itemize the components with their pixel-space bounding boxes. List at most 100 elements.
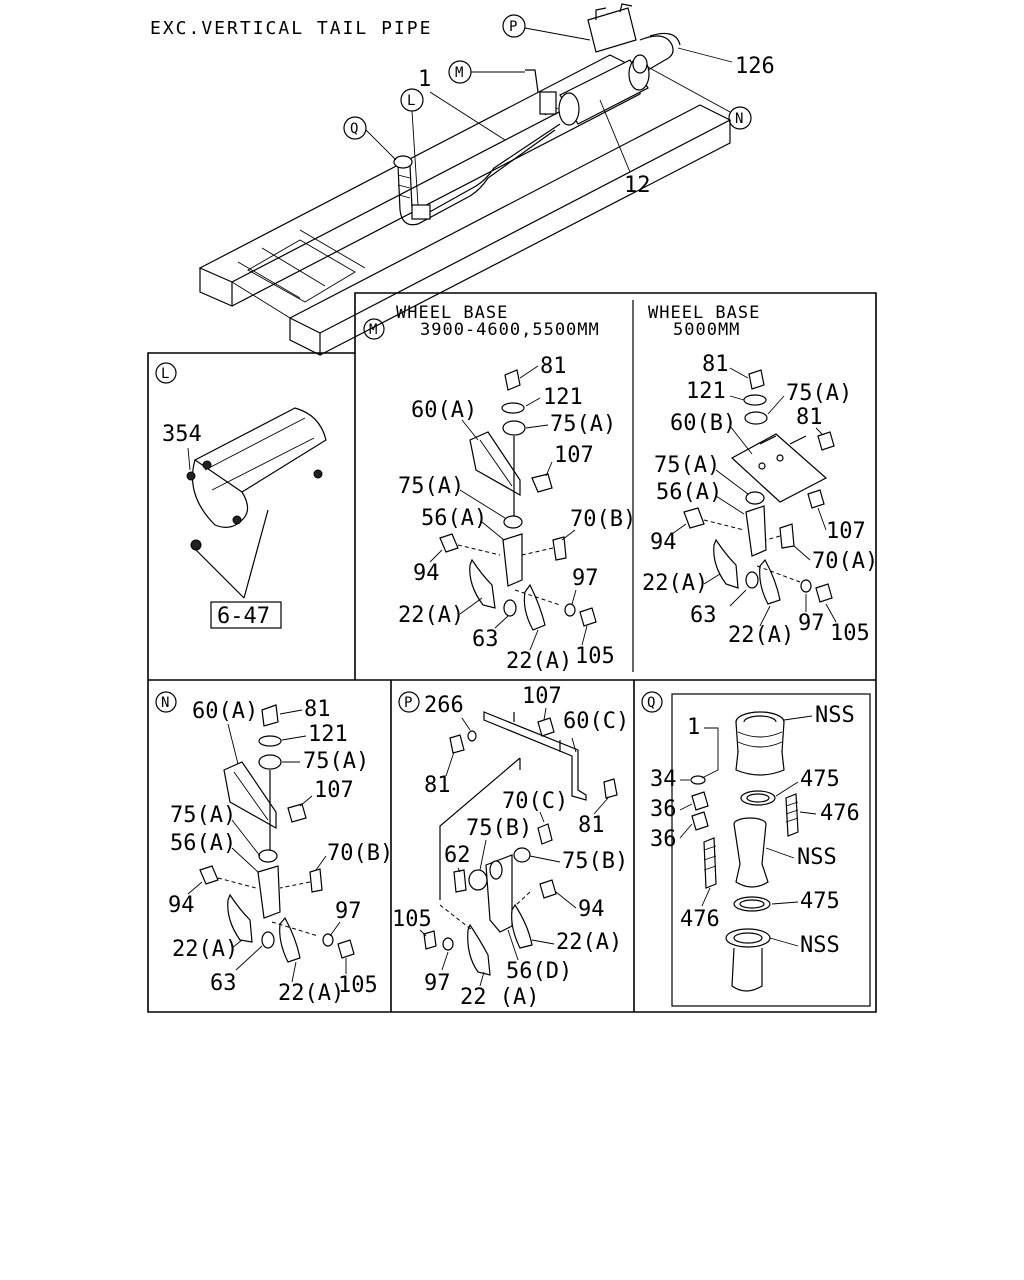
bracket-p [587, 7, 637, 53]
m-l-60a: 60(A) [411, 398, 477, 423]
panel-p: P 266 107 60(C) 81 [392, 684, 629, 1010]
callout-l: L [400, 88, 424, 206]
n-60a: 60(A) [192, 699, 258, 724]
n-75a: 75(A) [303, 749, 369, 774]
p-97: 97 [424, 971, 451, 996]
q-36-2: 36 [650, 827, 677, 852]
m-l-70b: 70(B) [570, 507, 636, 532]
panel-n-marker: N [161, 695, 169, 711]
p-56d: 56(D) [506, 959, 572, 984]
m-r-97: 97 [798, 611, 825, 636]
m-r-22a-2: 22(A) [728, 623, 794, 648]
m-r-60b: 60(B) [670, 411, 736, 436]
m-l-75a: 75(A) [550, 412, 616, 437]
m-r-75a: 75(A) [786, 381, 852, 406]
m-r-107: 107 [826, 519, 866, 544]
wb1-title: WHEEL BASE [396, 303, 508, 323]
q-assembly [690, 711, 799, 992]
panel-l-marker: L [161, 366, 169, 382]
q-475-2: 475 [800, 889, 840, 914]
m-l-97: 97 [572, 566, 599, 591]
tail-pipe-126 [587, 3, 681, 74]
m-l-56a: 56(A) [421, 506, 487, 531]
q-34: 34 [650, 767, 677, 792]
n-22a: 22(A) [172, 937, 238, 962]
n-75a-2: 75(A) [170, 803, 236, 828]
n-94: 94 [168, 893, 195, 918]
ref-box-6-47 [210, 601, 282, 629]
heat-shield [186, 407, 327, 551]
q-1: 1 [687, 715, 700, 740]
p-22a-2: 22 (A) [460, 985, 539, 1010]
q-36: 36 [650, 797, 677, 822]
m-left-assembly [439, 369, 597, 631]
hanger-n [632, 54, 648, 74]
n-63: 63 [210, 971, 237, 996]
m-r-121: 121 [686, 379, 726, 404]
m-l-105: 105 [575, 644, 615, 669]
p-81-2: 81 [578, 813, 605, 838]
label-12: 12 [624, 173, 651, 198]
panel-n: N 60(A) 81 121 75(A) 107 [155, 691, 393, 1006]
m-r-81-2: 81 [796, 405, 823, 430]
m-r-22a: 22(A) [642, 571, 708, 596]
overview-illustration: P M L Q N 126 1 12 [198, 3, 775, 356]
svg-text:P: P [509, 19, 517, 35]
m-r-94: 94 [650, 530, 677, 555]
muffler-12 [525, 57, 650, 126]
panel-q-marker: Q [647, 695, 655, 711]
m-r-105: 105 [830, 621, 870, 646]
panel-m-marker: M [369, 322, 377, 338]
p-22a: 22(A) [556, 930, 622, 955]
q-nss-2: NSS [797, 845, 837, 870]
svg-text:N: N [735, 111, 743, 127]
panel-q-inner-box [671, 693, 871, 1007]
p-105: 105 [392, 907, 432, 932]
label-1: 1 [418, 67, 431, 92]
callout-p: P [502, 14, 591, 41]
q-nss: NSS [815, 703, 855, 728]
q-nss-3: NSS [800, 933, 840, 958]
exhaust-pipe-1 [393, 123, 561, 226]
m-l-22a-2: 22(A) [506, 649, 572, 674]
n-70b: 70(B) [327, 841, 393, 866]
m-l-75a-2: 75(A) [398, 474, 464, 499]
svg-text:Q: Q [350, 121, 358, 137]
hanger-m [539, 91, 557, 115]
svg-text:L: L [407, 93, 415, 109]
wb2-title: WHEEL BASE [648, 303, 760, 323]
panel-p-marker: P [404, 695, 412, 711]
p-62: 62 [444, 843, 471, 868]
p-81: 81 [424, 773, 451, 798]
bolt-6-47 [190, 539, 202, 551]
m-l-121: 121 [543, 385, 583, 410]
p-60c: 60(C) [563, 709, 629, 734]
p-75b-2: 75(B) [562, 849, 628, 874]
ref-6-47: 6-47 [217, 604, 270, 629]
m-r-81: 81 [702, 352, 729, 377]
m-r-56a: 56(A) [656, 480, 722, 505]
q-476-2: 476 [680, 907, 720, 932]
n-assembly [199, 704, 355, 963]
p-266: 266 [424, 693, 464, 718]
wb1-sub: 3900-4600,5500MM [420, 320, 600, 340]
n-97: 97 [335, 899, 362, 924]
pipe-clamp-l [411, 204, 431, 220]
m-l-94: 94 [413, 561, 440, 586]
callout-m: M [448, 60, 525, 84]
label-354: 354 [162, 422, 202, 447]
n-121: 121 [308, 722, 348, 747]
panel-q: Q 1 NSS 34 [641, 691, 871, 1007]
wb2-sub: 5000MM [673, 320, 740, 340]
n-22a-2: 22(A) [278, 981, 344, 1006]
p-75b: 75(B) [466, 816, 532, 841]
m-right-assembly [683, 369, 835, 605]
p-70c: 70(C) [502, 789, 568, 814]
svg-text:M: M [455, 65, 463, 81]
q-475: 475 [800, 767, 840, 792]
label-126: 126 [735, 54, 775, 79]
panel-m: M WHEEL BASE 3900-4600,5500MM WHEEL BASE… [363, 303, 878, 674]
q-476: 476 [820, 801, 860, 826]
m-l-22a: 22(A) [398, 603, 464, 628]
